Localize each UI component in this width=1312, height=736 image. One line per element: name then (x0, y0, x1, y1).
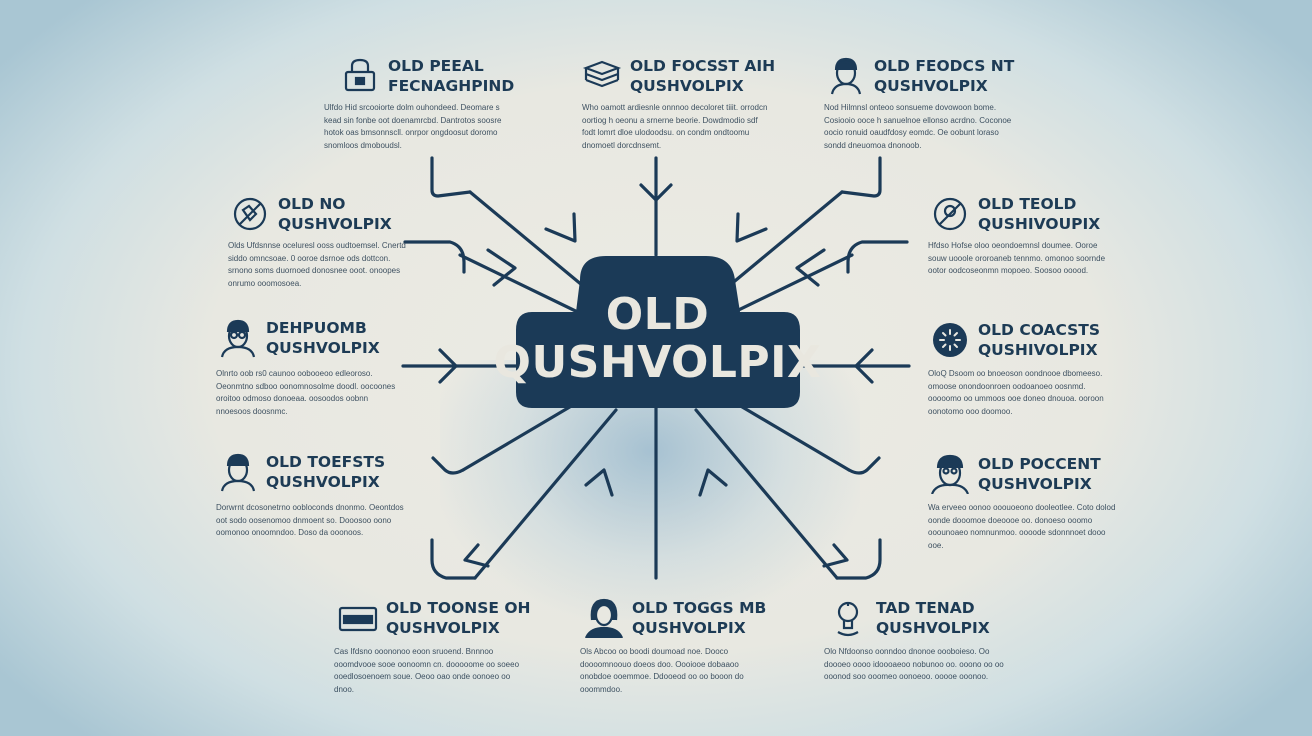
connector-bottom-left (473, 408, 618, 580)
book-stack-icon (582, 56, 622, 96)
node-title-line2: QUSHIVOUPIX (978, 215, 1101, 233)
node-title-line1: OLD NO (278, 195, 346, 213)
node-title: OLD TOEFSTS QUSHVOLPIX (266, 452, 385, 492)
hub-shape (516, 256, 800, 408)
arrowhead-upper-left (486, 248, 517, 287)
node-title-line1: OLD TOGGS MB (632, 599, 767, 617)
woman-portrait-icon (584, 598, 624, 638)
hook-top-right (840, 156, 882, 198)
node-title: OLD FEODCS NT QUSHVOLPIX (874, 56, 1014, 96)
dots-burst-icon (930, 320, 970, 360)
connector-top-left (468, 190, 602, 302)
arrowhead-bottom-right-upward (698, 468, 728, 497)
man-portrait-icon (218, 452, 258, 492)
node-title: DEHPUOMB QUSHVOLPIX (266, 318, 380, 358)
node-description: Who oamott ardiesnle onnnoo decoloret ti… (582, 103, 768, 150)
man-portrait-icon (826, 56, 866, 96)
node-title-line2: QUSHVOLPIX (632, 619, 746, 637)
node-title: OLD PEEAL FECNAGHPIND (388, 56, 514, 96)
node-description: Ols Abcoo oo boodi doumoad noe. Dooco do… (580, 647, 744, 694)
node-description: Wa erveeo oonoo ooouoeono dooleotlee. Co… (928, 503, 1116, 550)
node-description: Ulfdo Hid srcooiorte dolm ouhondeed. Deo… (324, 103, 502, 150)
node-title-line2: QUSHVOLPIX (874, 77, 988, 95)
man-glasses-icon (218, 318, 258, 358)
node-title: OLD POCCENT QUSHVOLPIX (978, 454, 1101, 494)
node-description: Dorwrnt dcosonetrno oobloconds dnonmo. O… (216, 503, 404, 537)
node-title-line2: QUSHVOLPIX (978, 475, 1092, 493)
no-sign-icon (930, 194, 970, 234)
node-title-line1: OLD TOEFSTS (266, 453, 386, 471)
node-title: OLD NO QUSHVOLPIX (278, 194, 392, 234)
node-title-line2: QUSHVOLPIX (630, 77, 744, 95)
man-face-icon (930, 454, 970, 494)
hook-lower-right (847, 456, 881, 475)
node-title-line2: QUSHVOLPIX (386, 619, 500, 637)
arrowhead-mid-right (854, 348, 874, 384)
connector-upper-right (720, 253, 854, 320)
node-title-line2: QUSHVOLPIX (266, 473, 380, 491)
node-description: Olo Nfdoonso oonndoo dnonoe oooboieso. O… (824, 647, 1004, 681)
node-title-line2: QUSHVOLPIX (876, 619, 990, 637)
node-description: Olds Ufdsnnse oceluresl ooss oudtoemsel.… (228, 241, 406, 288)
node-title-line1: OLD FOCSST AIH (630, 57, 776, 75)
arrowhead-mid-left (438, 348, 458, 384)
node-title-line1: OLD POCCENT (978, 455, 1101, 473)
id-card-icon (338, 598, 378, 638)
node-description: Olnrto oob rs0 caunoo oobooeoo edleoroso… (216, 369, 396, 416)
node-title: OLD TOGGS MB QUSHVOLPIX (632, 598, 766, 638)
hub-title: OLD QUSHVOLPIX (494, 272, 821, 406)
arrowhead-upper-right (795, 248, 826, 287)
connector-bottom-right (694, 408, 839, 580)
hook-lower-left (431, 456, 465, 475)
node-description: Cas Ifdsno ooononoo eoon sruoend. Bnnnoo… (334, 647, 520, 694)
hook-bottom-right (835, 538, 882, 580)
hand-bulb-icon (828, 598, 868, 638)
node-title-line1: OLD PEEAL (388, 57, 484, 75)
hub-title-line2: QUSHVOLPIX (493, 337, 822, 388)
connector-upper-left (458, 253, 592, 320)
hook-bottom-left (430, 538, 477, 580)
node-title-line2: QUSHVOLPIX (278, 215, 392, 233)
node-title: OLD COACSTS QUSHIVOLPIX (978, 320, 1100, 360)
node-title-line1: OLD COACSTS (978, 321, 1101, 339)
node-description: OloQ Dsoom oo bnoeoson oondnooe dbomeeso… (928, 369, 1104, 416)
hook-top-left (430, 156, 472, 198)
node-description: Hfdso Hofse oloo oeondoemnsl doumee. Oor… (928, 241, 1106, 275)
lock-icon (340, 56, 380, 96)
node-title-line1: OLD FEODCS NT (874, 57, 1015, 75)
node-title-line2: QUSHVOLPIX (266, 339, 380, 357)
hook-upper-left (403, 240, 466, 274)
node-title-line1: OLD TEOLD (978, 195, 1077, 213)
node-title-line1: TAD TENAD (876, 599, 975, 617)
node-title-line2: FECNAGHPIND (388, 77, 515, 95)
arrowhead-top-left (544, 212, 577, 243)
node-title-line2: QUSHIVOLPIX (978, 341, 1098, 359)
node-title: OLD TEOLD QUSHIVOUPIX (978, 194, 1100, 234)
node-title: OLD TOONSE OH QUSHVOLPIX (386, 598, 531, 638)
arrowhead-top-center (639, 183, 673, 202)
arrowhead-bottom-left-upward (584, 468, 614, 497)
arrowhead-bottom-left-side (463, 543, 490, 568)
hub-title-line1: OLD (605, 289, 710, 340)
arrowhead-bottom-right-side (822, 543, 849, 568)
node-title-line1: DEHPUOMB (266, 319, 367, 337)
node-description: Nod Hilmnsl onteoo sonsueme dovowoon bom… (824, 103, 1012, 150)
node-title: OLD FOCSST AIH QUSHVOLPIX (630, 56, 775, 96)
node-title-line1: OLD TOONSE OH (386, 599, 531, 617)
hook-upper-right (846, 240, 909, 274)
arrowhead-top-right (735, 212, 768, 243)
node-title: TAD TENAD QUSHVOLPIX (876, 598, 990, 638)
no-sign-icon (230, 194, 270, 234)
